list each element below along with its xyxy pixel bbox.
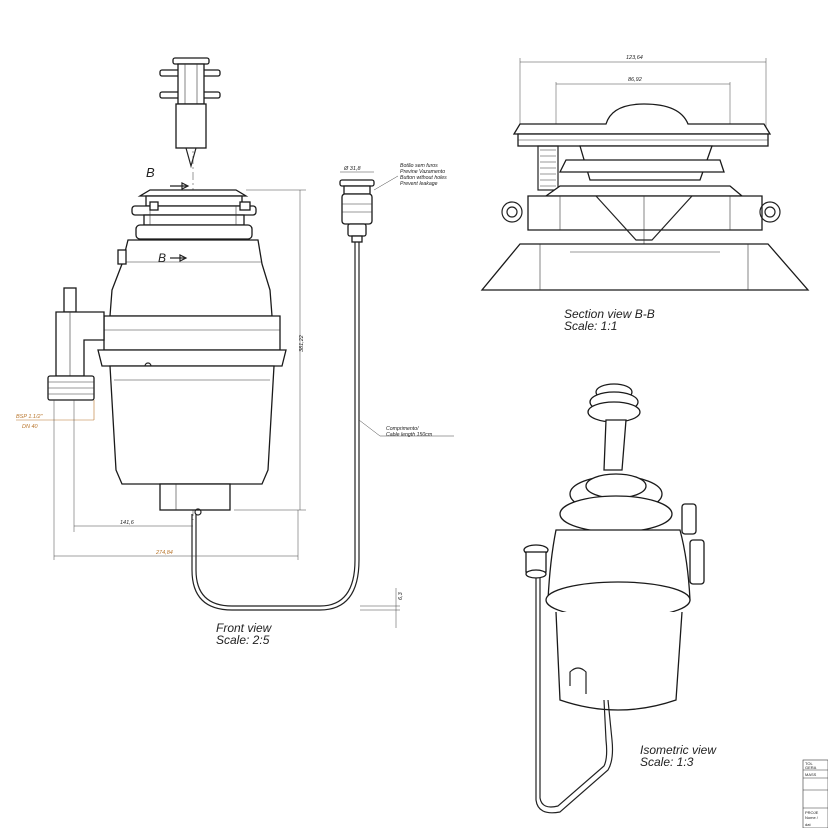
dn-label: DN 40 [22,424,39,430]
front-view-title: Front view [216,621,273,635]
mounting-flange [131,189,257,240]
front-view-scale: Scale: 2:5 [216,633,270,647]
svg-text:TOL: TOL [805,761,813,766]
section-view-title: Section view B-B [564,307,655,321]
stopper-plug [159,57,221,169]
cable-note: Comprimento/ Cable length 150cm [386,426,433,438]
section-marker-top: B [146,165,155,180]
section-marker-side: B [158,251,166,265]
svg-text:Previne Vazamento: Previne Vazamento [400,169,445,175]
svg-text:Prevent leakage: Prevent leakage [400,181,438,187]
svg-text:Cable length 150cm: Cable length 150cm [386,432,433,438]
title-block: TOL GERA MASS PROJE Nome / dat [802,759,828,828]
svg-text:Button without holes: Button without holes [400,175,447,181]
section-dim-inner: 86,92 [628,77,642,83]
lower-body [109,365,275,516]
dim-offset: 141,6 [120,520,135,526]
dim-button-dia: Ø 31,8 [343,166,361,172]
svg-text:GERA: GERA [805,765,817,770]
front-view: B B [16,57,454,647]
button-note: Botão sem furos Previne Vazamento Button… [400,163,447,187]
upper-housing [109,239,273,317]
middle-band [97,315,287,370]
iso-view-scale: Scale: 1:3 [640,755,694,769]
svg-text:dat: dat [805,822,811,827]
thread-label: BSP 1.1/2" [16,414,44,420]
drain-inlet-pipe [47,287,105,401]
svg-text:PROJE: PROJE [805,810,819,815]
svg-text:Nome /: Nome / [805,815,819,820]
isometric-view: Isometric view Scale: 1:3 [523,383,717,814]
iso-view-title: Isometric view [640,743,717,757]
svg-text:Botão sem furos: Botão sem furos [400,163,438,169]
dim-cable-gap: 6,3 [398,591,404,600]
section-view: 123,64 86,92 [480,55,810,333]
air-hose [191,242,454,611]
section-view-scale: Scale: 1:1 [564,319,617,333]
svg-text:MASS: MASS [805,772,817,777]
dim-width-total: 274,84 [155,550,173,556]
dim-height: 381,22 [299,335,305,352]
air-button [339,179,375,243]
svg-text:Comprimento/: Comprimento/ [386,426,419,432]
section-dim-outer: 123,64 [626,55,643,61]
